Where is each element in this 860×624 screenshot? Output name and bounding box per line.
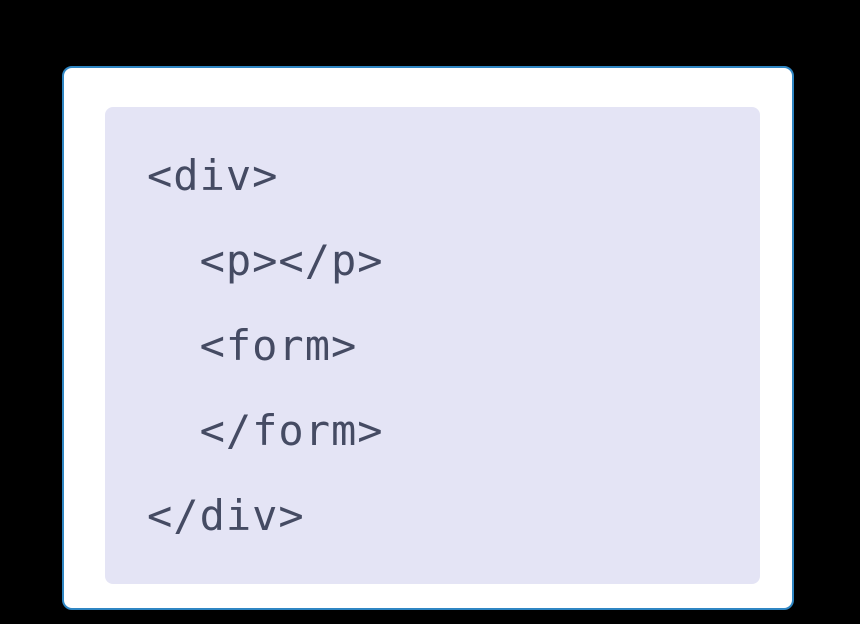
code-line: <div> xyxy=(147,151,279,200)
code-line: <p></p> xyxy=(147,236,384,285)
code-line: </form> xyxy=(147,406,384,455)
code-card: <div> <p></p> <form> </form> </div> xyxy=(62,66,794,610)
code-line: <form> xyxy=(147,321,358,370)
code-line: </div> xyxy=(147,491,305,540)
code-snippet-panel: <div> <p></p> <form> </form> </div> xyxy=(105,107,760,584)
